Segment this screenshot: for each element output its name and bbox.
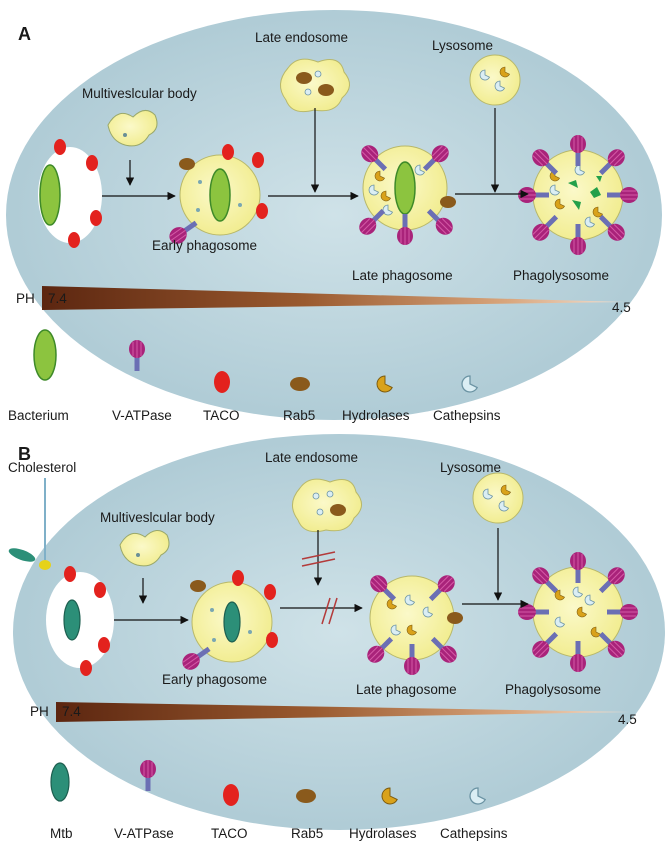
mtb-b [63,599,81,641]
legend-bacterium-icon [33,329,57,381]
panel-b-letter: B [18,444,31,464]
late-endosome-a [280,58,350,113]
legend-b-label-1: V-ATPase [114,826,174,841]
early-phagosome-b [190,570,278,663]
lysosome-a [469,54,521,106]
label-early-phagosome-b: Early phagosome [162,672,267,687]
legend-a-label-0: Bacterium [8,408,69,423]
multivesicular-body-a [107,110,158,147]
ph-label-b: PH [30,704,49,719]
lysosome-b [472,472,524,524]
pathway-arrows-b [114,528,529,625]
legend-a-label-2: TACO [203,408,240,423]
legend-rab5-icon-b [296,789,316,803]
legend-a: Bacterium V-ATPase TACO Rab5 Hydrolases … [8,329,501,423]
label-late-phagosome-a: Late phagosome [352,268,453,283]
phagocytic-cup-a [38,139,102,248]
late-endosome-b [292,478,362,533]
legend-taco-icon [214,371,230,393]
pathway-arrows-a [102,108,529,201]
label-multivesicular-body-a: Multiveslcular body [82,86,197,101]
ph-end-b: 4.5 [618,712,637,727]
multivesicular-body-b [119,530,170,567]
label-lysosome-a: Lysosome [432,38,493,53]
label-early-phagosome-a: Early phagosome [152,238,257,253]
ph-gradient-a: PH 7.4 4.5 [16,286,631,315]
legend-taco-icon-b [223,784,239,806]
ph-label-a: PH [16,291,35,306]
label-multivesicular-body-b: Multiveslcular body [100,510,215,525]
legend-b-label-3: Rab5 [291,826,323,841]
ph-start-a: 7.4 [48,291,67,306]
legend-mtb-icon [50,762,70,802]
legend-b-label-5: Cathepsins [440,826,508,841]
panel-a: A Multiveslcular body [6,10,662,423]
cell-membrane-b [13,434,665,830]
panel-b: B Cholesterol Multiveslcular body [8,434,665,841]
cell-membrane-a [6,10,662,420]
inhibition-marks-b [301,551,338,625]
legend-b: Mtb V-ATPase TACO Rab5 Hydrolases Cathep… [50,759,508,841]
early-phagosome-a [179,144,268,236]
label-late-endosome-a: Late endosome [255,30,348,45]
ph-start-b: 7.4 [62,704,81,719]
legend-rab5-icon [290,377,310,391]
phagocytic-cup-b [46,566,114,676]
legend-b-label-0: Mtb [50,826,73,841]
label-phagolysosome-a: Phagolysosome [513,268,609,283]
ph-gradient-b: PH 7.4 4.5 [30,702,637,727]
label-late-phagosome-b: Late phagosome [356,682,457,697]
legend-a-label-3: Rab5 [283,408,315,423]
legend-a-label-1: V-ATPase [112,408,172,423]
panel-a-letter: A [18,24,31,44]
label-phagolysosome-b: Phagolysosome [505,682,601,697]
ph-end-a: 4.5 [612,300,631,315]
legend-a-label-4: Hydrolases [342,408,410,423]
cholesterol-b [8,478,51,570]
label-late-endosome-b: Late endosome [265,450,358,465]
legend-a-label-5: Cathepsins [433,408,501,423]
legend-b-label-2: TACO [211,826,248,841]
legend-b-label-4: Hydrolases [349,826,417,841]
label-cholesterol-b: Cholesterol [8,460,76,475]
label-lysosome-b: Lysosome [440,460,501,475]
bacterium-a [39,164,61,226]
